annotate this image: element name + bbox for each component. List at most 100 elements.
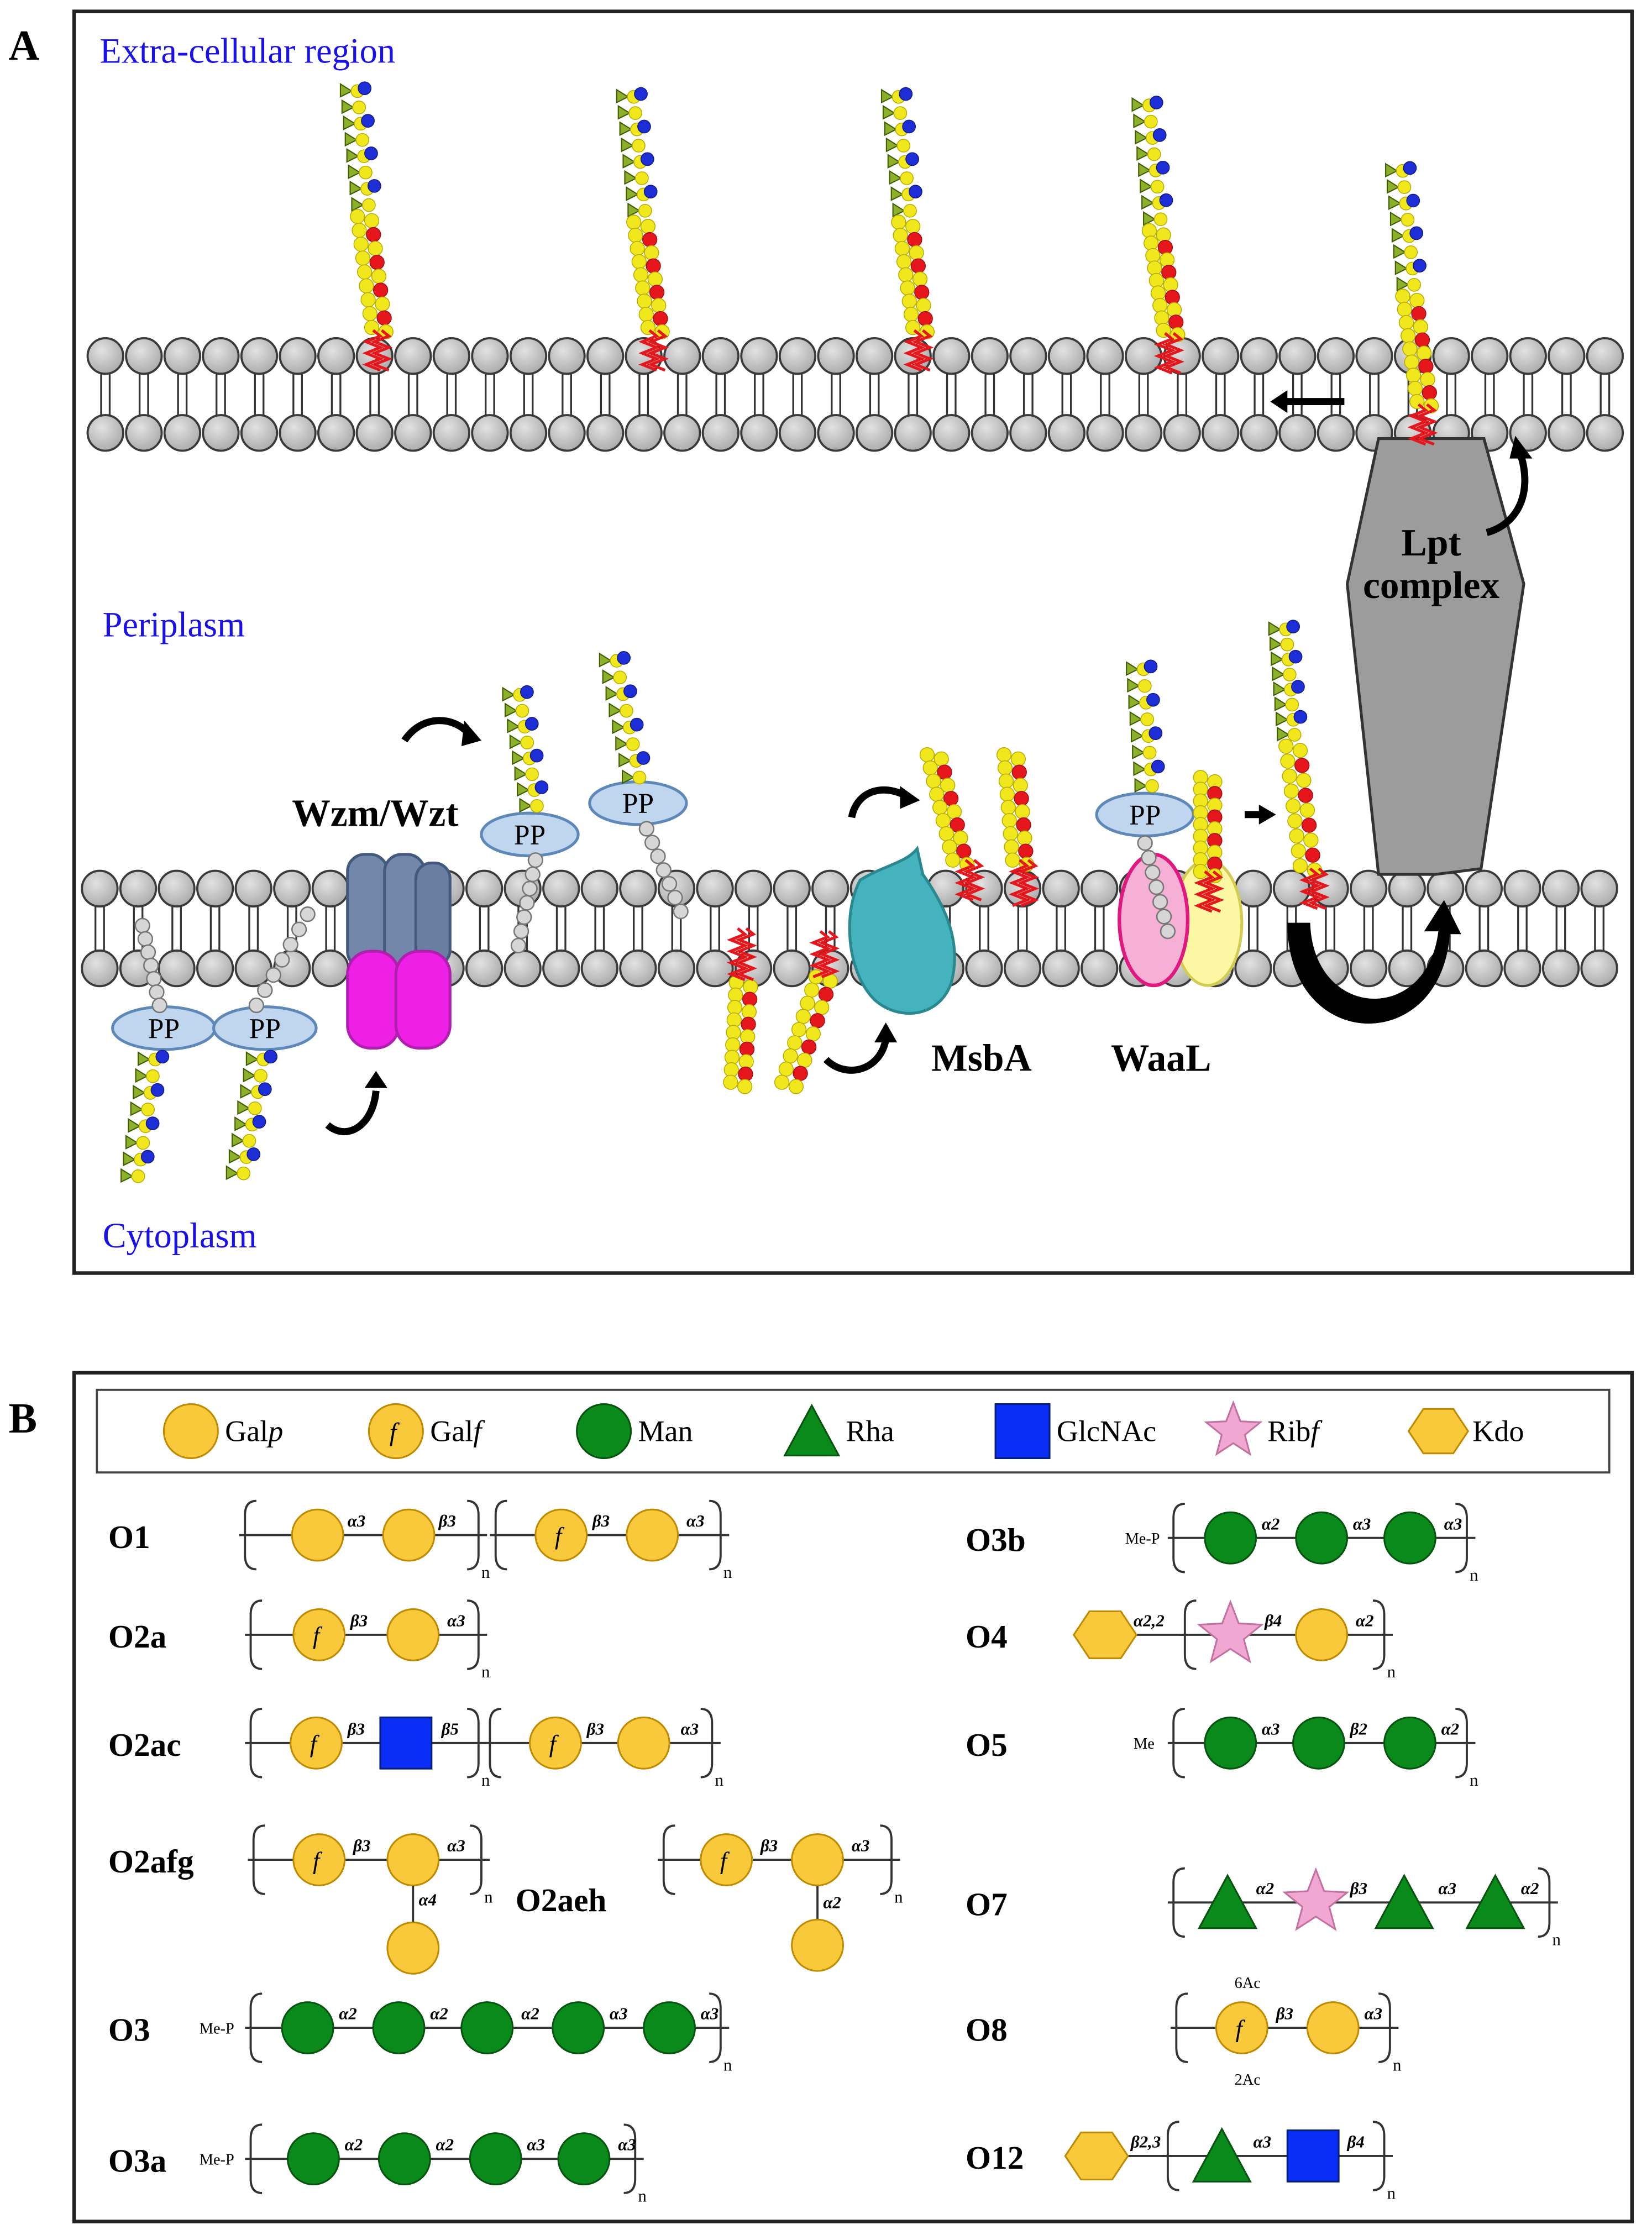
lps-molecule	[880, 87, 935, 372]
repeat-bracket: n	[249, 1707, 490, 1790]
svg-text:PP: PP	[249, 1013, 281, 1045]
galp-icon	[791, 1833, 844, 1886]
lpt-label-line1: Lpt	[1401, 522, 1461, 564]
curved-arrow	[823, 1038, 890, 1074]
serotype-label: O1	[108, 1519, 150, 1555]
repeat-bracket: n	[1172, 1707, 1478, 1790]
region-label-periplasm: Periplasm	[103, 605, 245, 644]
repeat-bracket: n	[249, 1992, 732, 2074]
lps-molecule	[1385, 161, 1439, 446]
pp-carrier: PP	[212, 1005, 318, 1051]
linkage-label: β3	[350, 1611, 368, 1630]
man-icon	[1204, 1716, 1257, 1770]
galp-icon	[617, 1716, 670, 1770]
lipid-a-core	[774, 930, 840, 1094]
linkage-label: α2	[823, 1893, 841, 1912]
linkage-label: α3	[1262, 1719, 1280, 1738]
o-antigen-periplasmic	[599, 651, 689, 920]
man-icon	[377, 2132, 431, 2186]
repeat-n: n	[481, 1562, 490, 1582]
linkage-label: α2,2	[1134, 1611, 1165, 1630]
galp-icon	[291, 1508, 344, 1562]
galp-icon	[791, 1918, 844, 1972]
linkage-label: β3	[760, 1836, 778, 1855]
serotype-label: O8	[966, 2011, 1008, 2048]
linkage-label: β2,3	[1130, 2132, 1161, 2152]
repeat-n: n	[638, 2186, 646, 2205]
lipid-a-core	[996, 747, 1040, 907]
repeat-n: n	[484, 1887, 492, 1906]
linkage-label: β3	[353, 1836, 370, 1855]
repeat-n: n	[723, 2055, 732, 2074]
galp-icon	[386, 1608, 440, 1661]
panel-b-letter: B	[9, 1394, 38, 1442]
lps-molecules	[120, 81, 1439, 1183]
glcnac-icon	[379, 1716, 433, 1770]
glcnac-icon	[1286, 2129, 1340, 2183]
galf-icon: f	[700, 1833, 753, 1886]
linkage-label: α3	[1444, 1514, 1462, 1533]
linkage-label: α3	[610, 2004, 628, 2023]
galf-icon: f	[1215, 2001, 1268, 2055]
serotype-label: O3a	[108, 2142, 166, 2179]
repeat-n: n	[1470, 1770, 1478, 1790]
linkage-label: β3	[438, 1511, 456, 1530]
man-icon	[1295, 1511, 1349, 1565]
linkage-label: α3	[1438, 1879, 1456, 1898]
serotype-label: O2a	[108, 1618, 166, 1655]
wzm-wzt-label: Wzm/Wzt	[292, 792, 458, 835]
serotype-label: O4	[966, 1618, 1008, 1655]
repeat-n: n	[1393, 2055, 1401, 2074]
man-icon	[286, 2132, 340, 2186]
o-antigen-cytoplasmic	[120, 917, 170, 1183]
pp-carrier: PP	[111, 1005, 217, 1051]
kdo-icon	[1064, 2131, 1129, 2181]
ribf-icon	[1197, 1599, 1265, 1664]
repeat-bracket: n	[489, 1707, 723, 1790]
wzm-wzt-transporter	[346, 853, 452, 1050]
linkage-label: α2	[1256, 1879, 1275, 1898]
repeat-bracket: n	[249, 2123, 647, 2205]
repeat-bracket: n	[1172, 1867, 1561, 1949]
repeat-n: n	[481, 1770, 490, 1790]
serotype-label: O2afg	[108, 1843, 194, 1880]
repeat-n: n	[1553, 1930, 1561, 1949]
linkage-label: α3	[527, 2135, 545, 2154]
o-antigen-ligated	[1268, 620, 1330, 910]
modification-label: Me	[1134, 1735, 1155, 1753]
man-icon	[552, 2001, 605, 2055]
repeat-bracket: n	[494, 1499, 732, 1582]
serotype-label: O7	[966, 1886, 1008, 1923]
lpt-complex: Lpt complex	[1345, 437, 1525, 876]
linkage-label: α3	[1253, 2132, 1271, 2152]
msba-label: MsbA	[931, 1037, 1032, 1080]
man-icon	[1383, 1511, 1436, 1565]
serotype-label: O3b	[966, 1522, 1026, 1558]
rha-icon	[1197, 1874, 1258, 1929]
galf-icon: f	[292, 1608, 346, 1661]
panel-b-frame	[72, 1371, 1634, 2223]
svg-text:PP: PP	[1129, 800, 1161, 831]
kdo-icon	[1407, 1408, 1470, 1455]
repeat-bracket: n	[1175, 1992, 1401, 2074]
linkage-label: β3	[586, 1719, 604, 1738]
panel-a: A Extra-cellular region Periplasm Cytopl…	[9, 9, 1634, 1275]
serotype-label: O2ac	[108, 1727, 181, 1763]
repeat-n: n	[715, 1770, 723, 1790]
man-icon	[576, 1403, 632, 1459]
man-icon	[1383, 1716, 1436, 1770]
linkage-label: α3	[852, 1836, 870, 1855]
legend-label: Rha	[846, 1415, 894, 1448]
linkage-label: α2	[430, 2004, 448, 2023]
o-antigen-waal	[1126, 659, 1176, 940]
lipid-a-core	[723, 927, 758, 1094]
serotype-label: O5	[966, 1727, 1008, 1763]
galf-icon: f	[292, 1833, 346, 1886]
